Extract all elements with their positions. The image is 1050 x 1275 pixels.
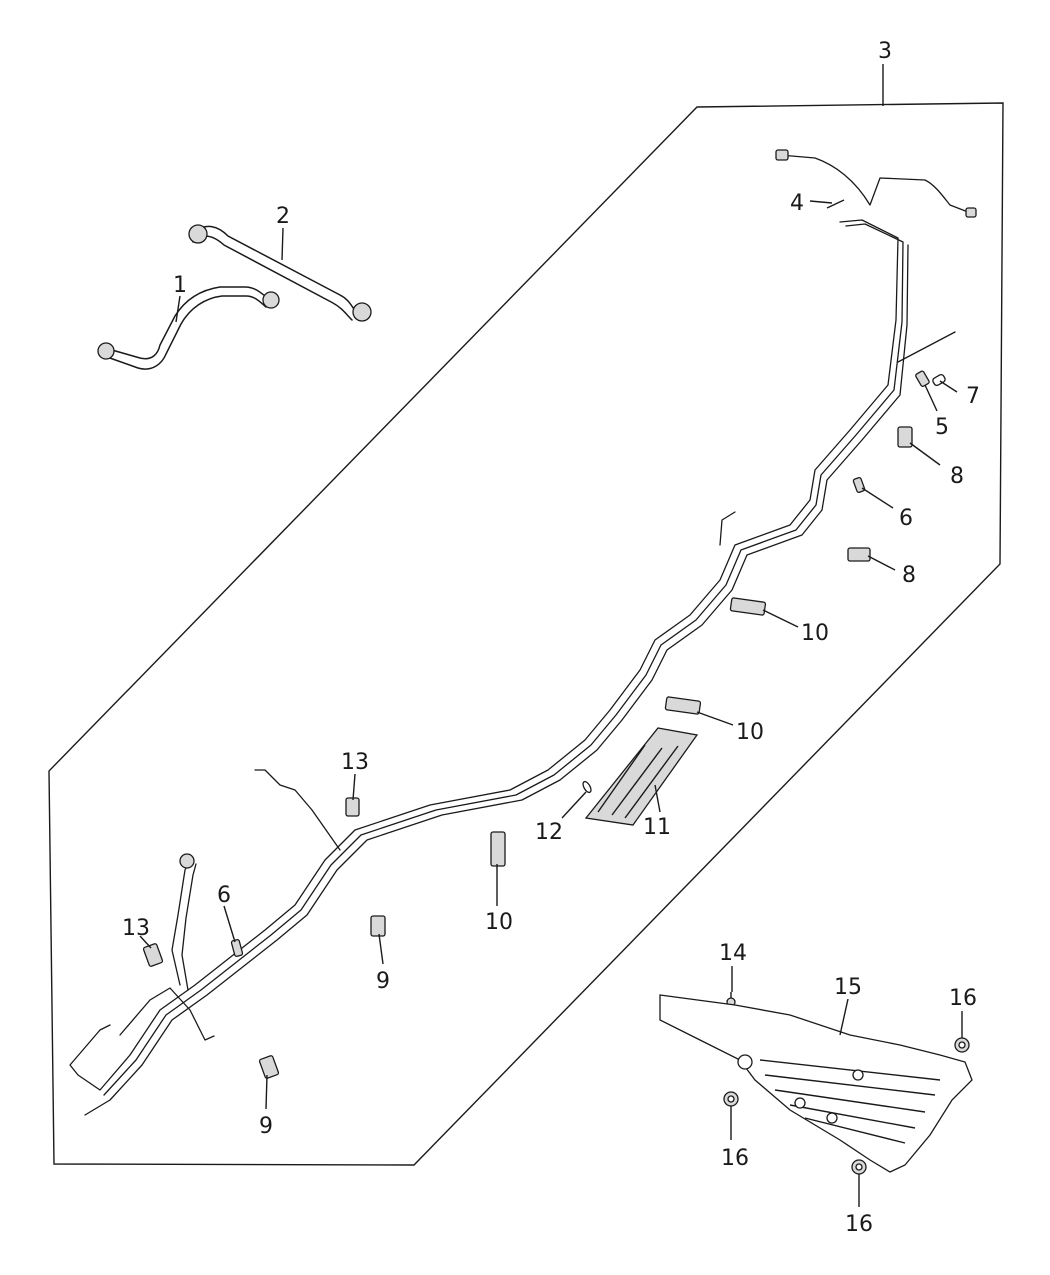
part-8-clip-upper	[897, 426, 913, 448]
part-6-clip-right	[852, 476, 866, 494]
part-16-nut-left	[723, 1091, 739, 1107]
callout-6-left: 6	[217, 883, 231, 908]
part-16-nut-bottom	[851, 1159, 867, 1175]
callout-6-right: 6	[899, 506, 913, 531]
callout-3: 3	[878, 39, 892, 64]
part-9-clip-upper	[370, 915, 386, 937]
callout-10-middle: 10	[736, 720, 764, 745]
callout-16-left: 16	[721, 1146, 749, 1171]
callout-9-upper: 9	[376, 969, 390, 994]
leader-lines	[139, 64, 963, 1207]
callout-8-upper: 8	[950, 464, 964, 489]
part-13-clip-lower	[142, 943, 164, 967]
callout-9-lower: 9	[259, 1114, 273, 1139]
callout-10-upper: 10	[801, 621, 829, 646]
part-5-fastener	[915, 370, 930, 387]
part-12-clip	[582, 780, 592, 794]
callout-5: 5	[935, 415, 949, 440]
callout-10-lower: 10	[485, 910, 513, 935]
callout-2: 2	[276, 204, 290, 229]
part-7-clip	[932, 373, 946, 387]
hose-2	[188, 224, 372, 322]
part-10-clip-middle	[664, 696, 702, 715]
part-13-clip-upper	[345, 797, 360, 817]
callout-15: 15	[834, 975, 862, 1000]
assembly-boundary	[48, 102, 1004, 1166]
part-8-clip-lower	[847, 547, 871, 562]
callout-13-upper: 13	[341, 750, 369, 775]
part-10-clip-lower	[490, 831, 506, 867]
part-15-shield-assembly	[659, 994, 973, 1173]
part-6-clip-left	[230, 939, 244, 957]
part-4-pin	[826, 199, 845, 209]
fuel-line-bundle	[69, 149, 977, 1116]
part-10-clip-upper	[729, 597, 767, 616]
hose-1	[97, 286, 280, 370]
part-16-nut-right	[954, 1037, 970, 1053]
part-9-clip-lower	[258, 1055, 280, 1079]
callout-13-lower: 13	[122, 916, 150, 941]
callout-16-right: 16	[949, 986, 977, 1011]
callout-16-bottom: 16	[845, 1212, 873, 1237]
callout-labels: 1 2 3 4 5 6 6 7 8 8 9 9 10 10 10 11 12 1…	[122, 39, 980, 1237]
callout-12: 12	[535, 820, 563, 845]
callout-1: 1	[173, 273, 187, 298]
callout-7: 7	[966, 384, 980, 409]
callout-8-lower: 8	[902, 563, 916, 588]
callout-4: 4	[790, 191, 804, 216]
callout-14: 14	[719, 941, 747, 966]
part-11-shield	[584, 727, 699, 826]
callout-11: 11	[643, 815, 671, 840]
